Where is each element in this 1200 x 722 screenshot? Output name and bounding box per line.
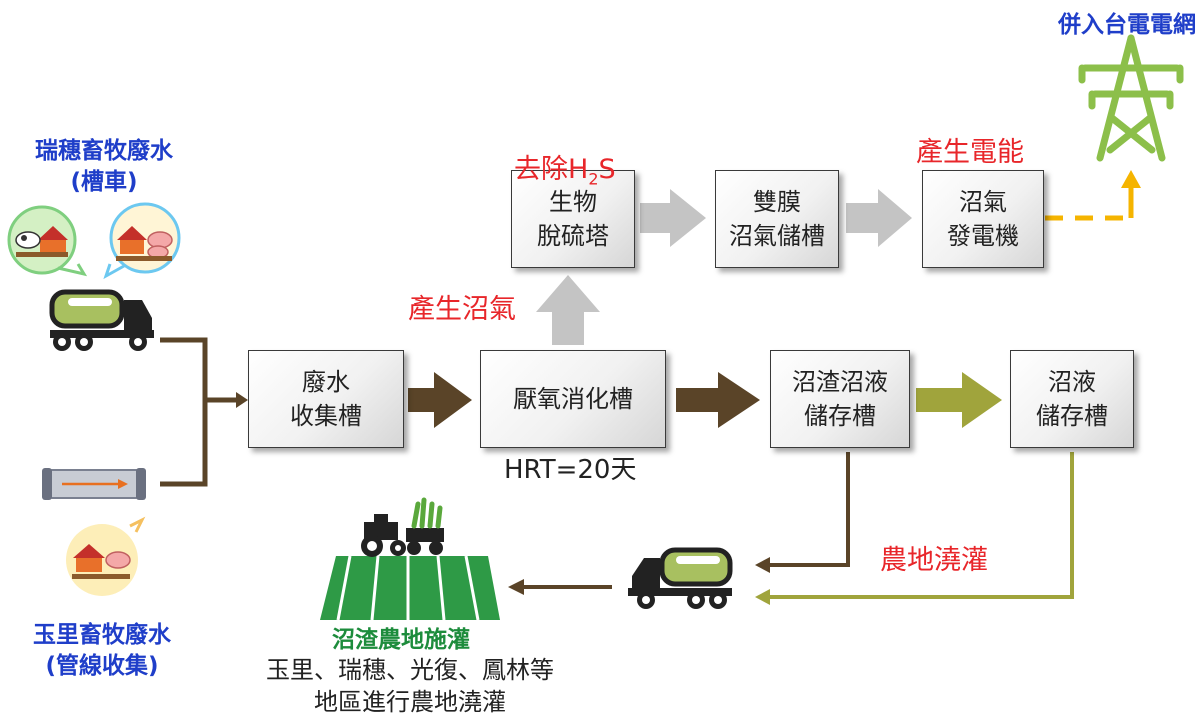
residue-farmland-application-label: 沼渣農地施灌 <box>332 627 470 653</box>
hrt-label: HRT=20天 <box>504 455 637 485</box>
arrow-digester-to-residue <box>676 372 760 428</box>
pig-farm-small-icon <box>66 516 146 596</box>
double-membrane-biogas-storage: 雙膜 沼氣儲槽 <box>715 170 839 268</box>
cow-farm-pointer <box>57 263 88 277</box>
bio-desulfurization-tower: 生物 脫硫塔 <box>511 170 635 268</box>
input-connector-lines <box>160 337 238 487</box>
residue-liquid-storage-tank: 沼渣沼液 儲存槽 <box>770 350 910 448</box>
grid-connection-label: 併入台電電網 <box>1058 12 1196 38</box>
tanker-truck-icon <box>49 289 154 351</box>
biogas-generator: 沼氣 發電機 <box>922 170 1044 268</box>
anaerobic-digester-tank: 厭氧消化槽 <box>480 350 666 448</box>
power-to-grid-dashed-line <box>1045 186 1134 221</box>
residue-to-truck-line <box>768 452 850 567</box>
yuli-wastewater-label: 玉里畜牧廢水 (管線收集) <box>33 622 171 679</box>
remove-h2s-subscript: 2 <box>588 169 599 189</box>
remove-h2s-prefix: 去除H <box>514 154 589 185</box>
cow-farm-icon <box>7 205 77 275</box>
arrow-residue-to-liquid <box>916 372 1002 428</box>
pig-farm-icon <box>109 202 181 274</box>
pipe-icon <box>42 468 146 500</box>
tractor-field-icon <box>320 497 500 621</box>
input-arrowhead <box>236 392 248 408</box>
liquid-to-truck-line <box>768 452 1074 599</box>
arrow-collection-to-digester <box>408 372 472 428</box>
pig-farm-pointer <box>103 263 125 280</box>
wastewater-collection-tank: 廢水 收集槽 <box>248 350 404 448</box>
tanker-truck-bottom-icon <box>628 547 733 609</box>
arrow-digester-to-desulfurization <box>536 275 600 345</box>
irrigation-areas-label: 玉里、瑞穗、光復、鳳林等 地區進行農地澆灌 <box>266 656 554 716</box>
produce-biogas-label: 產生沼氣 <box>408 294 516 325</box>
liquid-arrowhead <box>755 589 770 605</box>
truck-to-field-arrowhead <box>508 579 524 595</box>
ruisui-wastewater-label: 瑞穗畜牧廢水 (槽車) <box>35 138 173 195</box>
remove-h2s-label: 去除H2S <box>514 116 616 188</box>
residue-arrowhead <box>755 557 770 573</box>
grid-arrowhead <box>1121 170 1141 188</box>
remove-h2s-suffix: S <box>598 154 616 185</box>
liquid-storage-tank: 沼液 儲存槽 <box>1010 350 1134 448</box>
produce-electricity-label: 產生電能 <box>916 137 1024 168</box>
farmland-irrigation-label: 農地澆灌 <box>880 545 988 576</box>
arrow-desulfurization-to-storage <box>640 189 706 247</box>
arrow-storage-to-generator <box>846 189 912 247</box>
transmission-tower-icon <box>1078 34 1184 162</box>
